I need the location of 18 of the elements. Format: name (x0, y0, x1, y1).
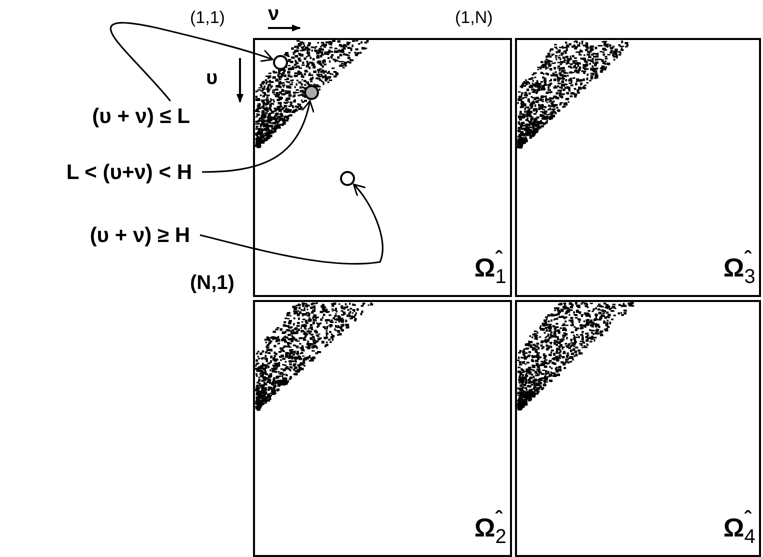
condition-label: L < (υ+ν) < H (66, 160, 192, 186)
condition-label: (υ + ν) ≤ L (92, 104, 190, 130)
panel (253, 38, 512, 297)
point-marker (273, 55, 288, 70)
panel (515, 300, 761, 557)
leader-arrow (110, 22, 274, 102)
leader-arrow (200, 184, 384, 265)
axis-label: ν (268, 4, 280, 24)
panel (253, 300, 512, 557)
coordinate-label: (1,1) (190, 8, 225, 28)
coordinate-label: (1,N) (455, 8, 493, 28)
leader-arrow (202, 100, 314, 173)
panel (515, 38, 761, 297)
coordinate-label: (N,1) (190, 273, 234, 293)
axis-label: υ (206, 68, 218, 88)
condition-label: (υ + ν) ≥ H (90, 223, 190, 249)
point-marker (304, 85, 319, 100)
point-marker (340, 171, 355, 186)
